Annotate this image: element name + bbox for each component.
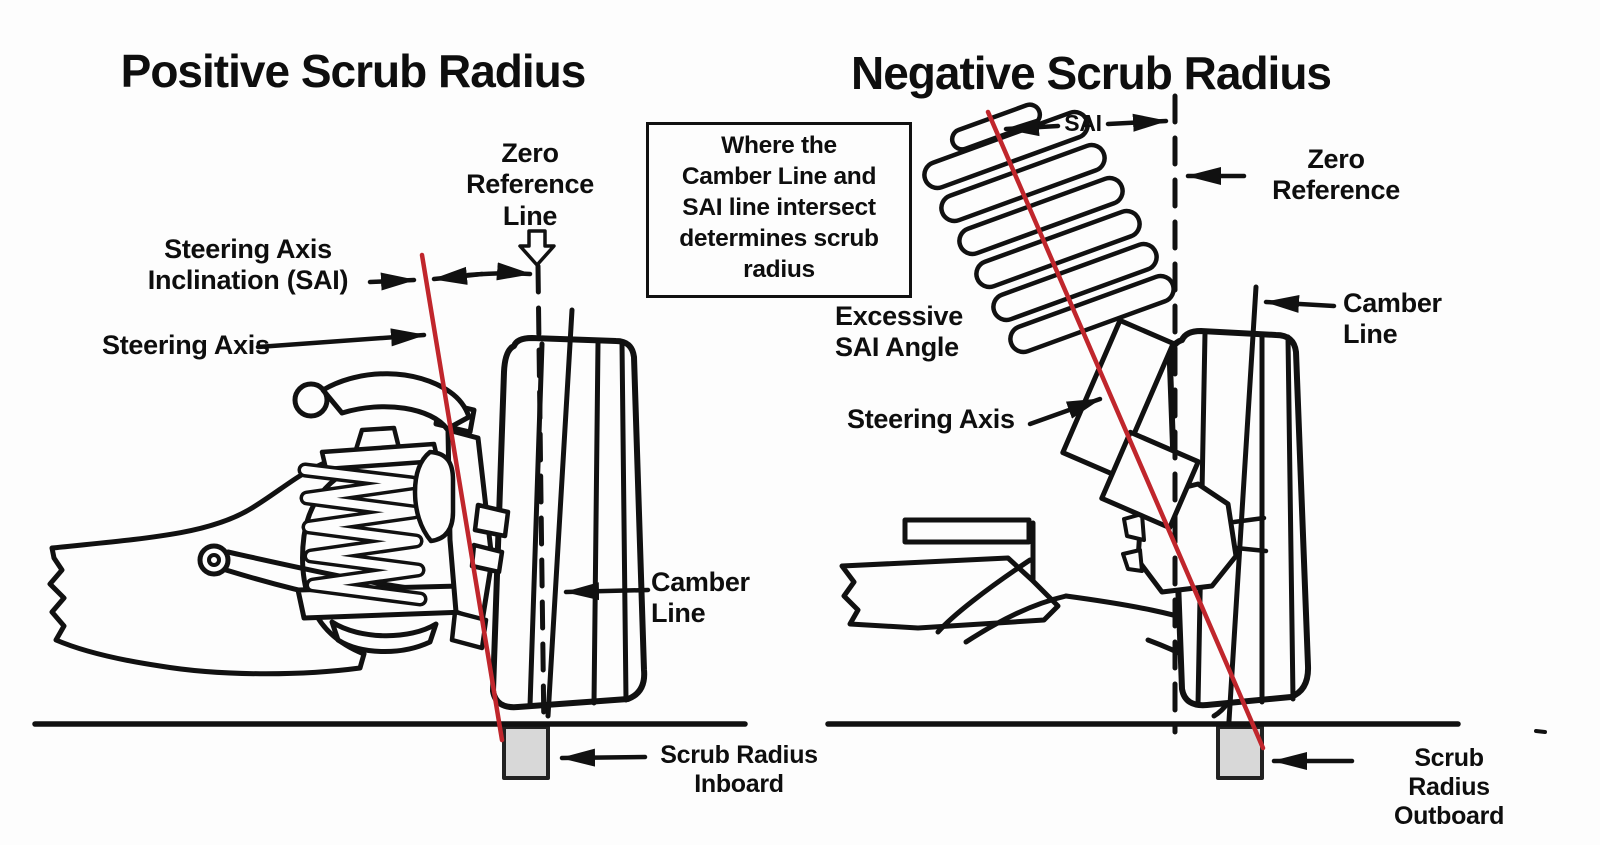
sai-double-arrow-right-half xyxy=(465,262,533,281)
camber-line-left xyxy=(545,307,575,719)
label-zero-reference-line-left: Zero Reference Line xyxy=(466,138,594,231)
right-suspension-art xyxy=(825,93,1547,780)
steering-rack-bar xyxy=(902,517,1032,545)
strut-body xyxy=(1060,317,1176,479)
label-excessive-sai-angle: Excessive SAI Angle xyxy=(835,301,963,363)
diagram-title-left: Positive Scrub Radius xyxy=(120,45,587,97)
sai-arrow-left-half-right xyxy=(1003,118,1061,137)
left-suspension-art xyxy=(32,229,748,780)
label-zero-reference-right: Zero Reference xyxy=(1272,144,1400,206)
camber-line-pointer-right xyxy=(1263,294,1337,313)
sai-label-pointer xyxy=(367,272,417,291)
scrub-radius-box-right xyxy=(1216,725,1264,780)
zero-reference-line-left xyxy=(535,263,547,737)
steering-axis-line-left xyxy=(419,252,505,743)
spring-seat-bracket xyxy=(412,449,456,544)
steering-axis-pointer-right xyxy=(1027,396,1103,427)
lower-pan xyxy=(329,619,439,654)
label-scrub-radius-outboard: Scrub Radius Outboard xyxy=(1393,744,1505,830)
ground-dot xyxy=(1534,729,1547,734)
note-box-text: Where the Camber Line and SAI line inter… xyxy=(679,132,879,284)
steering-axis-line-right xyxy=(985,109,1266,751)
upper-control-arm-left xyxy=(320,371,472,432)
diagram-title-right: Negative Scrub Radius xyxy=(850,47,1332,99)
camber-line-right xyxy=(1225,284,1259,740)
coil-spring-left xyxy=(297,462,428,607)
scrub-radius-pointer-left xyxy=(559,748,648,767)
label-steering-axis-left: Steering Axis xyxy=(102,330,270,360)
steering-axis-pointer-left xyxy=(255,328,427,350)
lower-arm-pivot xyxy=(197,543,231,577)
note-box: Where the Camber Line and SAI line inter… xyxy=(646,122,912,298)
camber-line-pointer-left xyxy=(563,582,651,601)
sai-arrow-right-half-right xyxy=(1105,113,1169,132)
label-sai-right: SAI xyxy=(1064,110,1102,136)
label-scrub-radius-inboard: Scrub Radius Inboard xyxy=(660,741,818,798)
label-camber-line-left: Camber Line xyxy=(651,567,750,629)
label-steering-axis-right: Steering Axis xyxy=(847,404,1015,434)
label-sai-inclination: Steering Axis Inclination (SAI) xyxy=(147,234,349,296)
scrub-radius-box-left xyxy=(502,725,550,780)
label-camber-line-right: Camber Line xyxy=(1343,288,1442,350)
down-arrow-icon xyxy=(518,229,556,267)
upper-arm-bushing xyxy=(292,381,330,419)
